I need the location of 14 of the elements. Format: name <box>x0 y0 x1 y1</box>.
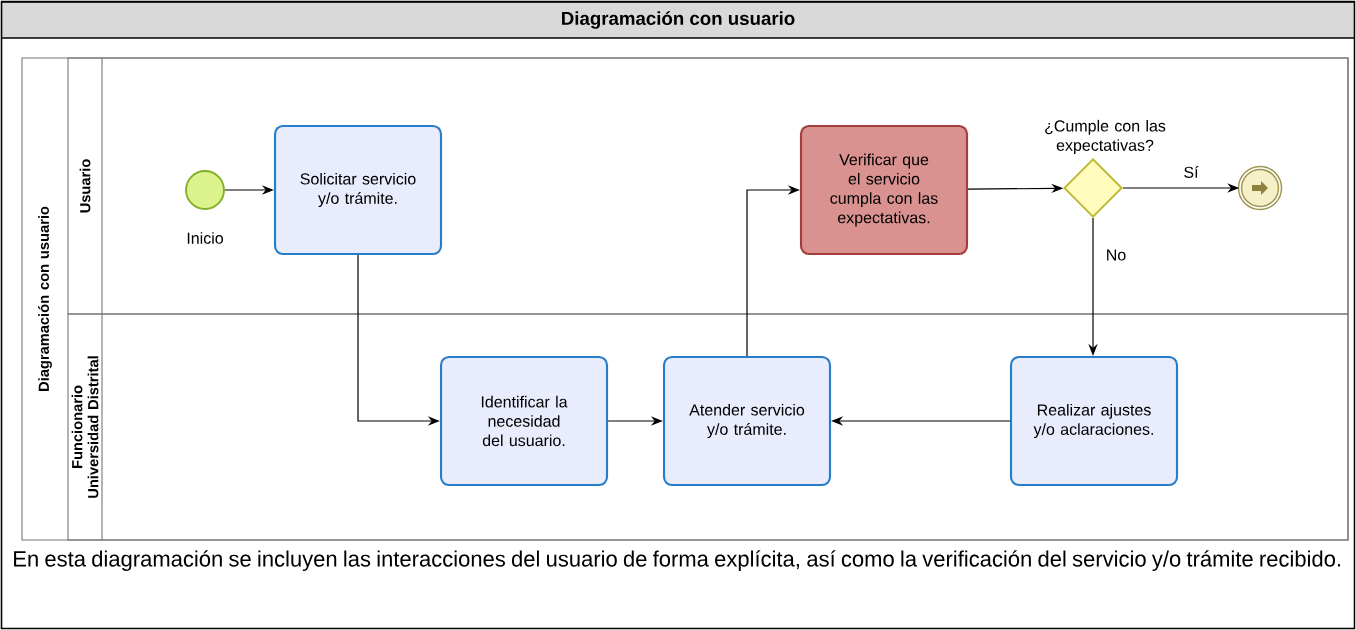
caption: En esta diagramación se incluyen las interacciones del usuario de forma explícita, así como la verificación del servicio y/o trámite recibido. <box>14 550 1340 571</box>
start-event <box>185 170 225 210</box>
task-box: Atender servicio y/o trámite. <box>662 355 832 487</box>
gateway-diamond <box>1063 158 1123 218</box>
task-box: Verificar que el servicio cumpla con las expectativas. <box>799 124 969 256</box>
task-box: Realizar ajustes y/o aclaraciones. <box>1009 355 1179 487</box>
edge-label: Sí <box>1182 164 1200 180</box>
title: Diagramación con usuario <box>562 11 795 29</box>
end-event <box>1237 165 1283 211</box>
task-box: Identificar la necesidad del usuario. <box>439 355 609 487</box>
task-box: Solicitar servicio y/o trámite. <box>273 124 443 256</box>
edge-label: No <box>1104 248 1128 262</box>
annotation: Inicio <box>187 232 223 244</box>
annotation: ¿Cumple con las expectativas? <box>1045 119 1166 155</box>
